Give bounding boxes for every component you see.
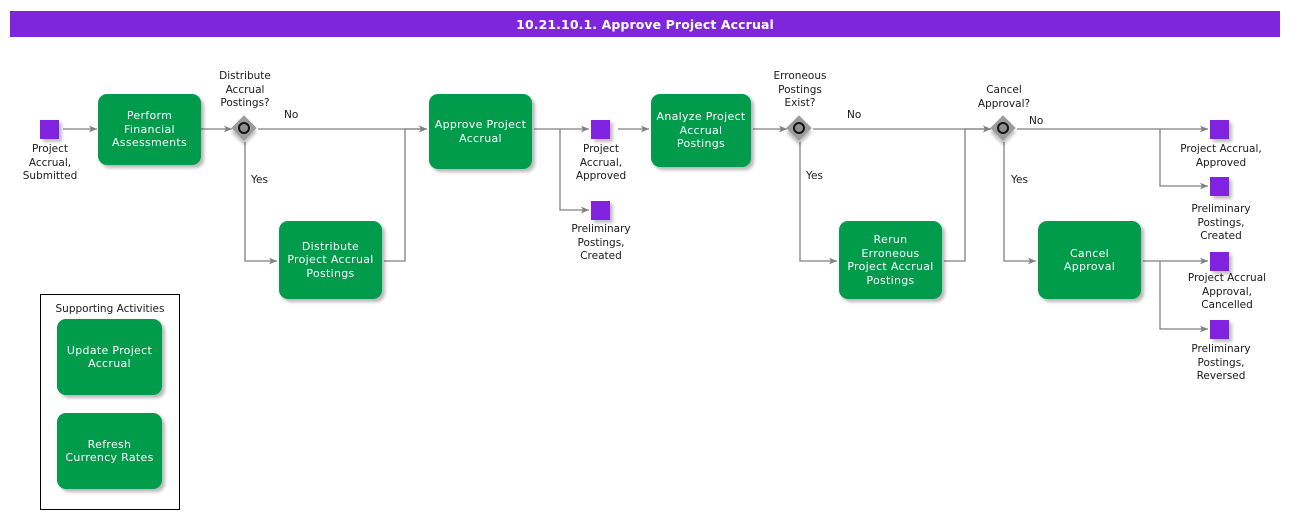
start-event-project-accrual-submitted[interactable] (40, 120, 59, 139)
task-cancel-approval[interactable]: Cancel Approval (1038, 221, 1141, 299)
task-perform-financial-assessments[interactable]: Perform Financial Assessments (98, 94, 201, 165)
task-rerun-erroneous-project-accrual-postings[interactable]: Rerun Erroneous Project Accrual Postings (839, 221, 942, 299)
end-event-preliminary-postings-created[interactable] (1210, 177, 1229, 196)
end-event-label-project-accrual-approved: Project Accrual, Approved (1180, 143, 1262, 169)
task-label-analyze-project-accrual-postings: Analyze Project Accrual Postings (656, 110, 746, 151)
task-update-project-accrual[interactable]: Update Project Accrual (57, 319, 162, 395)
intermediate-event-label-preliminary-postings-created: Preliminary Postings, Created (571, 223, 631, 262)
flow-gw2-yes-to-rerun (799, 142, 837, 265)
inclusive-gateway-circle-icon (997, 122, 1009, 134)
intermediate-event-preliminary-postings-created[interactable] (591, 201, 610, 220)
task-label-perform-financial-assessments: Perform Financial Assessments (111, 109, 187, 150)
gateway-distribute-accrual-postings[interactable] (231, 115, 258, 142)
flow-label-gw1-yes: Yes (251, 174, 268, 186)
flow-label-gw3-yes: Yes (1011, 174, 1028, 186)
task-label-rerun-erroneous-project-accrual-postings: Rerun Erroneous Project Accrual Postings (847, 233, 934, 287)
flow-distribute-to-approve (384, 125, 427, 262)
gateway-label-cancel-approval: Cancel Approval? (977, 84, 1031, 110)
end-event-label-project-accrual-approval-cancelled: Project Accrual Approval, Cancelled (1187, 272, 1267, 311)
supporting-activities-title: Supporting Activities (55, 303, 165, 315)
end-event-label-preliminary-postings-reversed: Preliminary Postings, Reversed (1191, 343, 1251, 382)
task-refresh-currency-rates[interactable]: Refresh Currency Rates (57, 413, 162, 489)
task-label-distribute-project-accrual-postings: Distribute Project Accrual Postings (287, 239, 374, 280)
flow-label-gw2-yes: Yes (806, 170, 823, 182)
task-distribute-project-accrual-postings[interactable]: Distribute Project Accrual Postings (279, 221, 382, 299)
task-approve-project-accrual[interactable]: Approve Project Accrual (429, 94, 532, 169)
flow-rerun-to-gw3 (944, 125, 991, 262)
flow-gw3-yes-to-cancel (1003, 142, 1036, 265)
flow-label-gw2-no: No (847, 109, 862, 121)
task-label-cancel-approval: Cancel Approval (1063, 246, 1116, 274)
inclusive-gateway-circle-icon (238, 122, 250, 134)
task-label-approve-project-accrual: Approve Project Accrual (434, 118, 527, 145)
task-label-refresh-currency-rates: Refresh Currency Rates (65, 437, 154, 465)
inclusive-gateway-circle-icon (793, 122, 805, 134)
flow-gw1-yes-to-distribute (244, 142, 277, 265)
flow-gw3-no-to-end-preliminary (1159, 129, 1208, 190)
end-event-preliminary-postings-reversed[interactable] (1210, 320, 1229, 339)
intermediate-event-project-accrual-approved[interactable] (591, 120, 610, 139)
flow-cancel-to-end-reversed (1159, 261, 1208, 333)
end-event-project-accrual-approved[interactable] (1210, 120, 1229, 139)
intermediate-event-label-project-accrual-approved: Project Accrual, Approved (575, 143, 627, 182)
end-event-project-accrual-approval-cancelled[interactable] (1210, 252, 1229, 271)
task-analyze-project-accrual-postings[interactable]: Analyze Project Accrual Postings (651, 94, 751, 167)
task-label-update-project-accrual: Update Project Accrual (66, 343, 153, 371)
start-event-label-project-accrual-submitted: Project Accrual, Submitted (22, 143, 78, 182)
gateway-cancel-approval[interactable] (990, 115, 1017, 142)
gateway-erroneous-postings-exist[interactable] (786, 115, 813, 142)
gateway-label-distribute-accrual-postings: Distribute Accrual Postings? (219, 70, 271, 109)
page-title: 10.21.10.1. Approve Project Accrual (516, 16, 774, 32)
diagram-title-bar: 10.21.10.1. Approve Project Accrual (10, 11, 1280, 37)
end-event-label-preliminary-postings-created: Preliminary Postings, Created (1191, 203, 1251, 242)
gateway-label-erroneous-postings-exist: Erroneous Postings Exist? (773, 70, 827, 109)
flow-label-gw1-no: No (284, 109, 299, 121)
flow-label-gw3-no: No (1029, 115, 1044, 127)
flow-approve-to-evt-preliminary (559, 129, 589, 214)
